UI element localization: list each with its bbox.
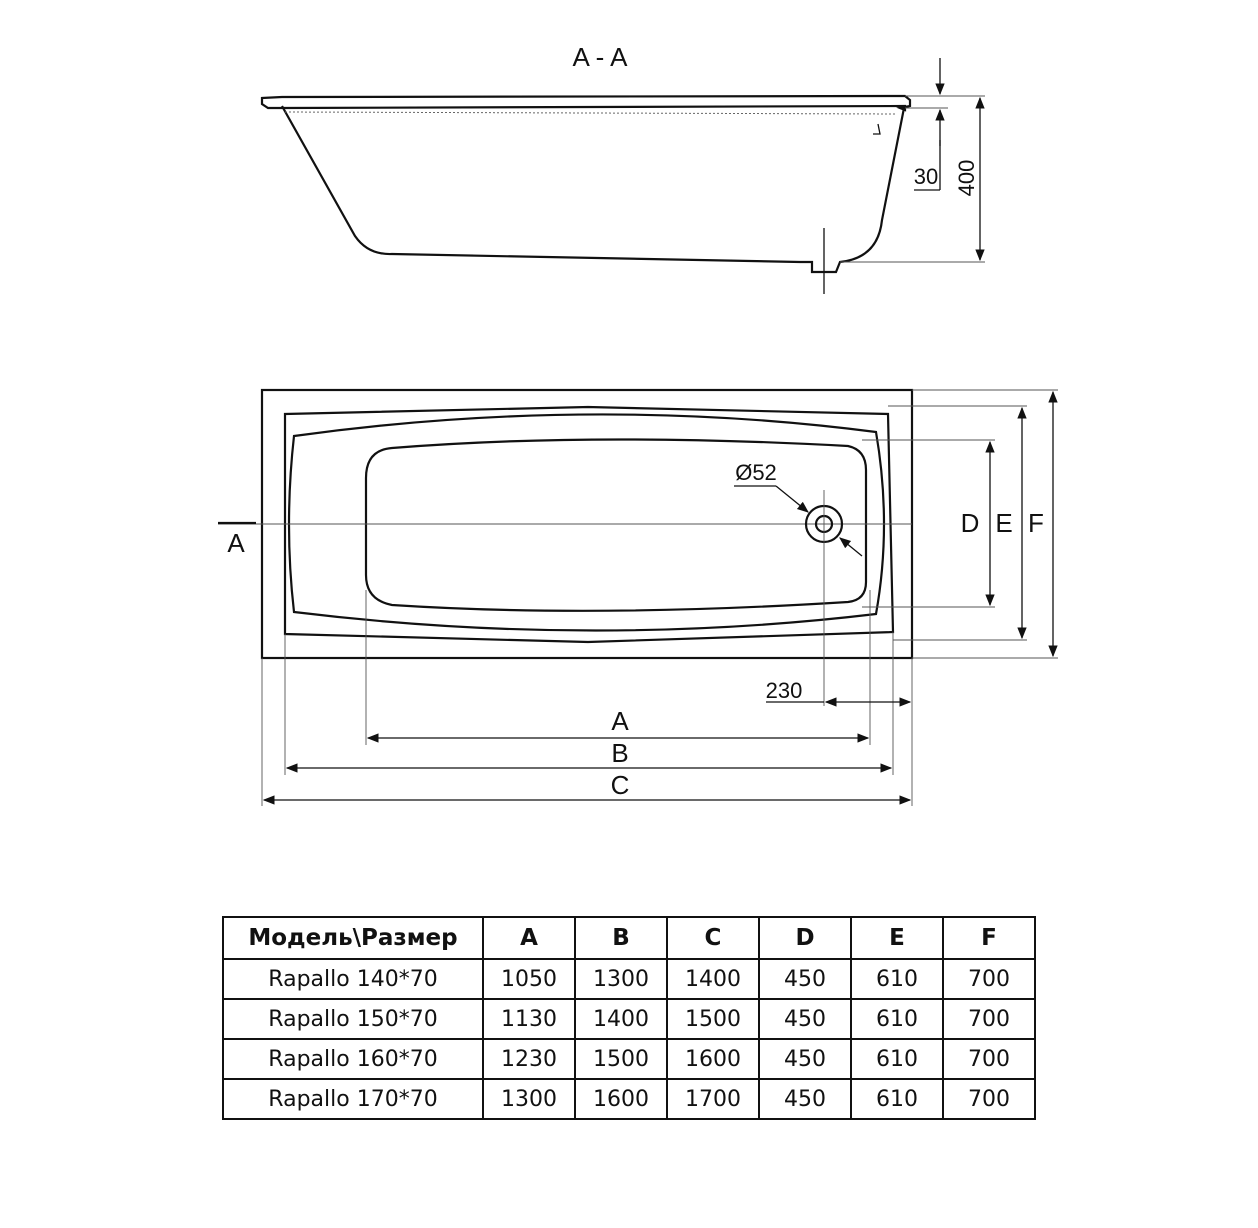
header-model: Модель\Размер (222, 916, 484, 960)
cell-c: 1400 (666, 958, 760, 1000)
cell-b: 1500 (574, 1038, 668, 1080)
section-marker: A (227, 528, 245, 558)
header-c: C (666, 916, 760, 960)
cell-f: 700 (942, 958, 1036, 1000)
table-row: Rapallo 140*70 1050 1300 1400 450 610 70… (222, 958, 1036, 1000)
cell-model: Rapallo 150*70 (222, 998, 484, 1040)
cell-c: 1500 (666, 998, 760, 1040)
cell-f: 700 (942, 1038, 1036, 1080)
header-b: B (574, 916, 668, 960)
cell-a: 1230 (482, 1038, 576, 1080)
dim-e-label: E (995, 508, 1012, 538)
cell-f: 700 (942, 1078, 1036, 1120)
cell-d: 450 (758, 958, 852, 1000)
rim-dimension: 30 (914, 164, 938, 189)
cell-e: 610 (850, 1078, 944, 1120)
cell-d: 450 (758, 1078, 852, 1120)
drain-offset: 230 (766, 678, 803, 703)
tub-basin-top (287, 413, 886, 632)
cell-c: 1700 (666, 1078, 760, 1120)
table-row: Rapallo 170*70 1300 1600 1700 450 610 70… (222, 1078, 1036, 1120)
cell-b: 1300 (574, 958, 668, 1000)
table-header-row: Модель\Размер A B C D E F (222, 916, 1036, 960)
dim-a-label: A (611, 706, 629, 736)
cell-e: 610 (850, 958, 944, 1000)
header-d: D (758, 916, 852, 960)
section-view: A - A 30 400 (260, 42, 985, 294)
dim-d-label: D (961, 508, 980, 538)
cell-d: 450 (758, 998, 852, 1040)
tub-rim-inner (283, 405, 895, 644)
header-a: A (482, 916, 576, 960)
cell-a: 1130 (482, 998, 576, 1040)
table-row: Rapallo 160*70 1230 1500 1600 450 610 70… (222, 1038, 1036, 1080)
plan-view: A Ø52 D E F 230 A B (218, 388, 1058, 806)
cell-b: 1600 (574, 1078, 668, 1120)
cell-e: 610 (850, 1038, 944, 1080)
tub-overflow-line (284, 111, 896, 115)
dim-c-label: C (611, 770, 630, 800)
tub-rim (260, 94, 912, 112)
cell-b: 1400 (574, 998, 668, 1040)
drain-diameter: Ø52 (735, 460, 777, 485)
header-f: F (942, 916, 1036, 960)
cell-model: Rapallo 140*70 (222, 958, 484, 1000)
cell-f: 700 (942, 998, 1036, 1040)
cell-c: 1600 (666, 1038, 760, 1080)
cell-a: 1300 (482, 1078, 576, 1120)
cell-a: 1050 (482, 958, 576, 1000)
section-label: A - A (573, 42, 629, 72)
tub-profile (281, 105, 906, 274)
height-dimension: 400 (954, 160, 979, 197)
header-e: E (850, 916, 944, 960)
cell-model: Rapallo 160*70 (222, 1038, 484, 1080)
table-row: Rapallo 150*70 1130 1400 1500 450 610 70… (222, 998, 1036, 1040)
overflow-mark (873, 123, 881, 135)
cell-e: 610 (850, 998, 944, 1040)
cell-model: Rapallo 170*70 (222, 1078, 484, 1120)
dimensions-table: Модель\Размер A B C D E F Rapallo 140*70… (222, 916, 1036, 1120)
dim-b-label: B (611, 738, 628, 768)
dim-f-label: F (1028, 508, 1044, 538)
tub-bottom (364, 438, 868, 612)
technical-drawing: A - A 30 400 A (218, 42, 1058, 806)
cell-d: 450 (758, 1038, 852, 1080)
